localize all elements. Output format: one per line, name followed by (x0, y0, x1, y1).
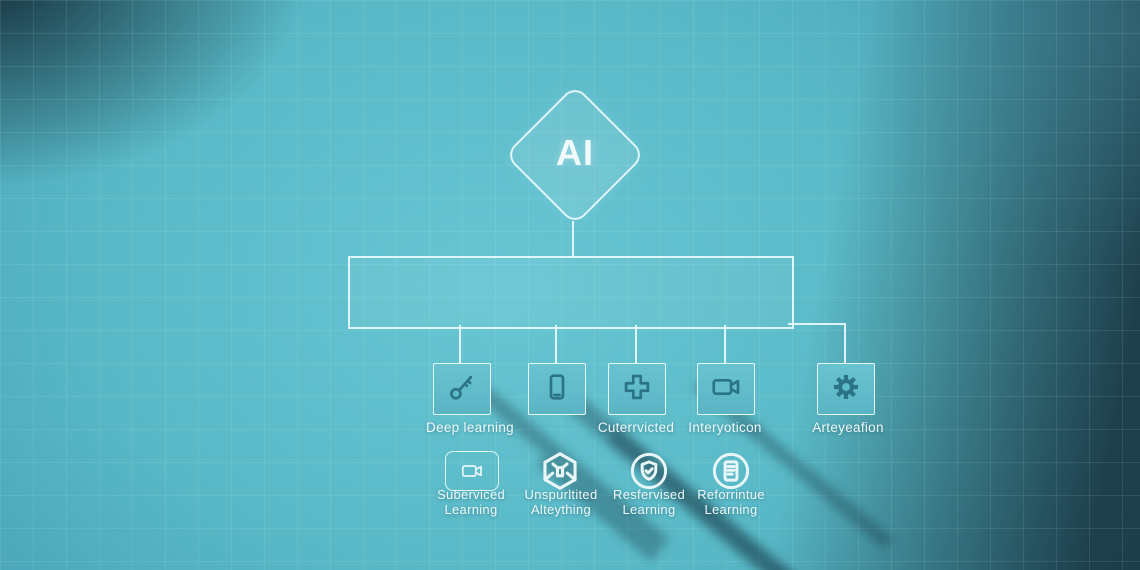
gear-icon (830, 371, 862, 408)
tier1-node-1 (433, 363, 491, 415)
tier2-label-1-line1: Suberviced (436, 487, 506, 502)
root-label: AI (556, 132, 594, 173)
tier1-label-3: Cuterrvicted (597, 420, 675, 435)
hub-rectangle (348, 256, 794, 329)
tier2-label-3-line2: Learning (622, 502, 676, 517)
connector-branch-1 (459, 325, 461, 363)
tier2-label-4-line1: Reforrintue (697, 487, 765, 502)
tier2-label-4: Reforrintue Learning (671, 487, 791, 517)
connector-branch-4 (724, 325, 726, 363)
tier2-label-3-line1: Resfervised (613, 487, 685, 502)
tier2-label-2-line1: Unspurltited (524, 487, 598, 502)
key-icon (446, 371, 478, 408)
tier2-node-3 (628, 450, 670, 497)
tier1-label-4: Interyoticon (688, 420, 762, 435)
tier1-node-5 (817, 363, 875, 415)
tier1-node-4 (697, 363, 755, 415)
video-camera-icon (710, 371, 742, 408)
cube-icon (538, 449, 582, 498)
connector-branch-5 (844, 325, 846, 363)
tier2-label-3: Resfervised Learning (589, 487, 709, 517)
tier1-node-3 (608, 363, 666, 415)
smartphone-icon (541, 371, 573, 408)
connector-root-hub (572, 221, 574, 257)
connector-branch-2 (555, 325, 557, 363)
tier2-label-1-line2: Learning (444, 502, 498, 517)
tier1-label-5: Arteyeafion (812, 420, 884, 435)
tier2-node-4 (710, 450, 752, 497)
tier2-label-4-line2: Learning (704, 502, 758, 517)
document-icon (710, 450, 752, 497)
tier2-node-2 (538, 449, 582, 498)
shield-icon (628, 450, 670, 497)
connector-branch-3 (635, 325, 637, 363)
cross-icon (621, 371, 653, 408)
tier1-node-2 (528, 363, 586, 415)
tier1-label-1: Deep learning (426, 420, 514, 435)
tier2-label-2-line2: Alteything (530, 502, 592, 517)
tier2-label-2: Unspurltited Alteything (501, 487, 621, 517)
tier2-label-1: Suberviced Learning (411, 487, 531, 517)
tier2-node-1 (445, 451, 499, 491)
connector-hub-extension (788, 323, 846, 325)
video-camera-icon (445, 451, 499, 491)
